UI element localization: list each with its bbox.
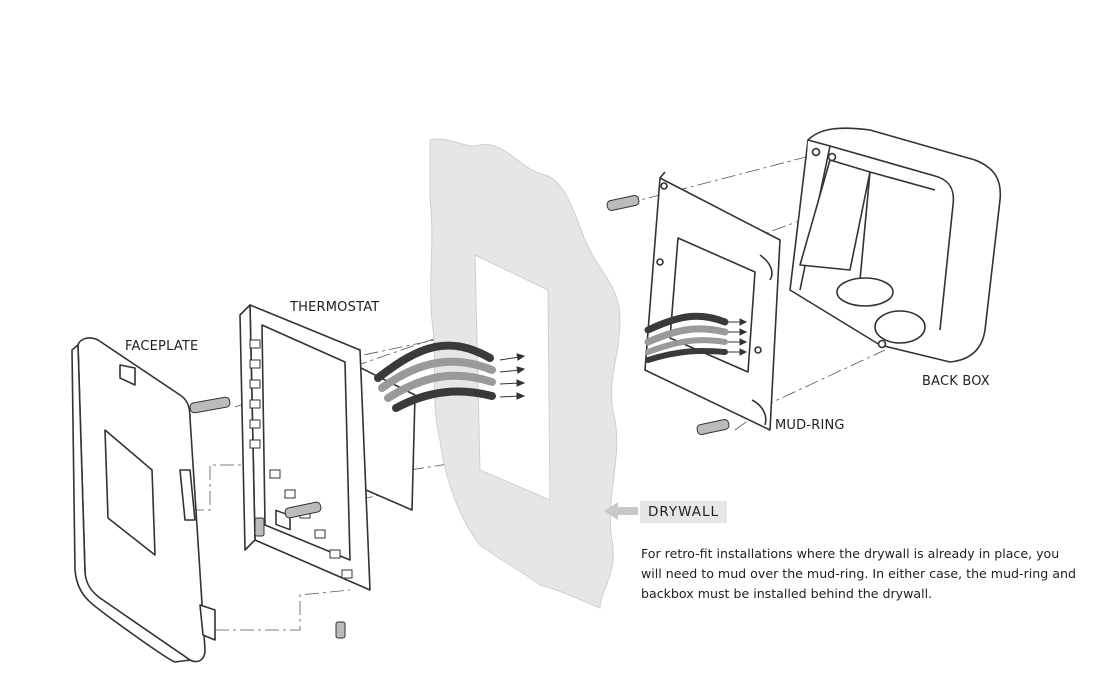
arrow-right-icon	[728, 318, 748, 356]
faceplate-unit	[71, 337, 216, 663]
screw-icon	[606, 195, 730, 435]
label-drywall: DRYWALL	[640, 501, 728, 523]
arrow-right-icon	[499, 353, 526, 400]
wire-bundle-thermostat	[374, 341, 496, 412]
back-box	[789, 127, 1002, 363]
mud-ring	[644, 171, 781, 431]
label-thermostat: THERMOSTAT	[290, 300, 380, 315]
thermostat-unit	[239, 304, 416, 591]
wire-bundle-mudring	[644, 312, 729, 363]
label-mud-ring: MUD-RING	[775, 418, 845, 433]
arrow-left-icon	[604, 502, 638, 520]
screw-icon	[189, 396, 346, 639]
installation-note: For retro-fit installations where the dr…	[641, 546, 1076, 601]
label-faceplate: FACEPLATE	[125, 339, 199, 354]
drywall-panel	[429, 138, 621, 609]
label-back-box: BACK BOX	[922, 374, 990, 389]
